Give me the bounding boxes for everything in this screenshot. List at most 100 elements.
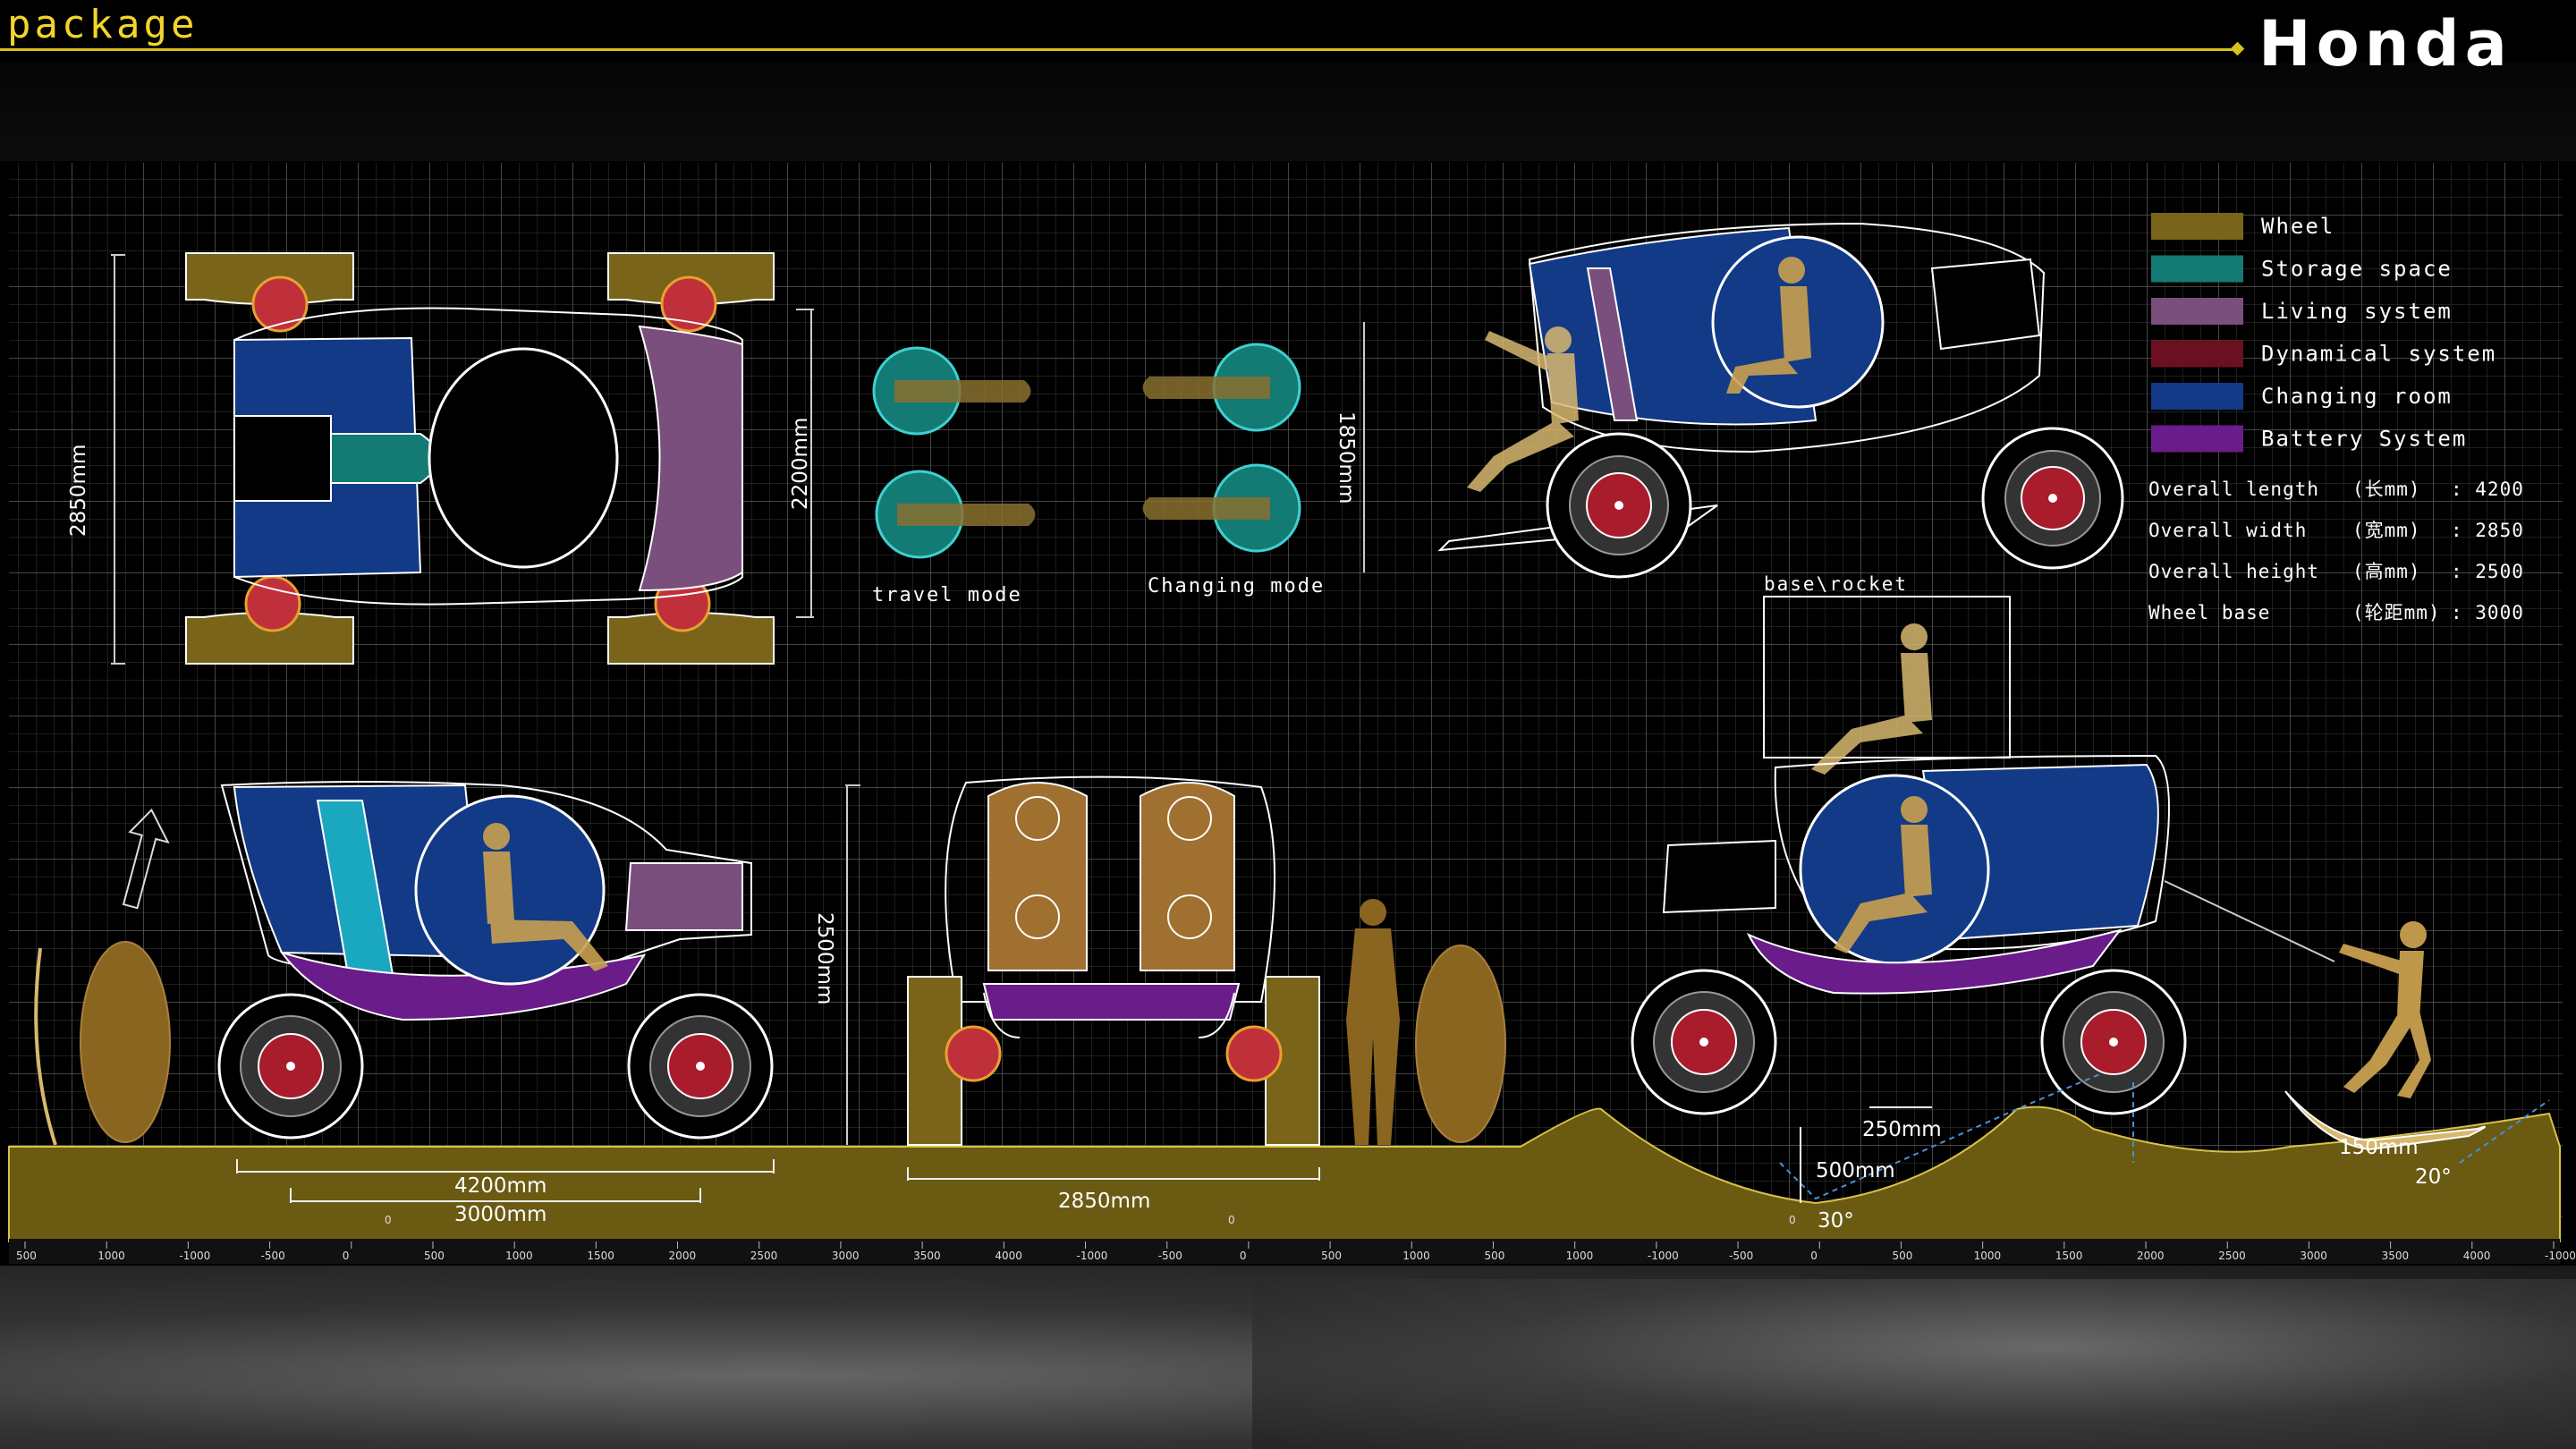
ruler-label: -500 bbox=[1158, 1250, 1182, 1262]
ruler-label: -500 bbox=[261, 1250, 285, 1262]
dim-board: 150mm bbox=[2339, 1136, 2419, 1159]
dim-seat-height: 1850mm bbox=[1335, 411, 1358, 504]
seated-figure bbox=[1726, 257, 1811, 394]
ruler-label: 0 bbox=[1810, 1250, 1818, 1262]
spec-unit: (宽mm) bbox=[2352, 520, 2421, 541]
dim-front-width: 2850mm bbox=[1058, 1190, 1150, 1213]
dim-front-height: 2500mm bbox=[813, 912, 836, 1004]
ruler-label: 4000 bbox=[2463, 1250, 2491, 1262]
title-underline bbox=[0, 48, 2236, 51]
legend-label: Changing room bbox=[2261, 384, 2453, 409]
legend-swatch bbox=[2151, 255, 2243, 283]
side-seated-figure bbox=[483, 823, 608, 971]
ruler-zero: 0 bbox=[385, 1214, 392, 1226]
legend-swatch bbox=[2151, 383, 2243, 410]
ruler-label: -1000 bbox=[2545, 1250, 2576, 1262]
ruler-label: 2000 bbox=[669, 1250, 697, 1262]
spec-value: : 2850 bbox=[2451, 520, 2524, 541]
ruler-label: 1000 bbox=[505, 1250, 533, 1262]
page-title: package bbox=[7, 2, 199, 47]
legend-label: Living system bbox=[2261, 299, 2453, 324]
surfing-figure bbox=[2339, 921, 2431, 1098]
front-wheel bbox=[1981, 427, 2124, 570]
ruler-label: -1000 bbox=[1648, 1250, 1679, 1262]
ruler-label: 2000 bbox=[2137, 1250, 2165, 1262]
ruler-strip bbox=[9, 1239, 2560, 1264]
ruler-label: -500 bbox=[1729, 1250, 1753, 1262]
side-rear-wheel bbox=[217, 993, 364, 1140]
dim-angle-1: 30° bbox=[1818, 1209, 1854, 1233]
changing-mode-seats bbox=[1142, 343, 1301, 553]
ruler-label: 1000 bbox=[1402, 1250, 1430, 1262]
ruler-label: 1500 bbox=[2055, 1250, 2083, 1262]
ruler-label: 0 bbox=[343, 1250, 350, 1262]
ruler-label: 0 bbox=[1240, 1250, 1247, 1262]
rear-wheel bbox=[1546, 432, 1692, 579]
ruler-label: 3500 bbox=[913, 1250, 941, 1262]
legend-label: Storage space bbox=[2261, 257, 2453, 282]
dim-step: 250mm bbox=[1862, 1118, 1942, 1141]
changing-mode-label: Changing mode bbox=[1148, 575, 1325, 597]
ruler: 500 1000 -1000 -500 0 500 1000 1500 2000 2500 3000… bbox=[16, 1214, 2576, 1262]
ruler-label: 3500 bbox=[2382, 1250, 2410, 1262]
dim-top-length: 2850mm bbox=[67, 445, 90, 537]
rock-background-right bbox=[1252, 1279, 2576, 1449]
top-view: 2850mm 2200mm bbox=[67, 252, 814, 665]
spec-value: : 4200 bbox=[2451, 479, 2524, 500]
dim-top-width: 2200mm bbox=[789, 418, 812, 510]
ruler-label: 4000 bbox=[995, 1250, 1022, 1262]
side-view-rear-open bbox=[1437, 222, 2124, 579]
legend-label: Battery System bbox=[2261, 427, 2467, 452]
spec-label: Overall length bbox=[2148, 479, 2319, 500]
ruler-label: 3000 bbox=[832, 1250, 860, 1262]
ruler-zero: 0 bbox=[1789, 1214, 1796, 1226]
legend-swatch bbox=[2151, 340, 2243, 368]
base-rocket-label: base\rocket bbox=[1764, 573, 1908, 595]
side-view-rocket: base\rocket bbox=[1631, 573, 2550, 1233]
dim-side-wheelbase: 3000mm bbox=[454, 1203, 547, 1226]
ruler-label: 2500 bbox=[750, 1250, 778, 1262]
standing-person bbox=[1346, 899, 1400, 1145]
spec-value: : 3000 bbox=[2451, 602, 2524, 623]
ruler-label: 1000 bbox=[97, 1250, 125, 1262]
ruler-label: 2500 bbox=[2218, 1250, 2246, 1262]
ruler-label: 3000 bbox=[2300, 1250, 2327, 1262]
surfboard-center bbox=[1415, 945, 1506, 1143]
spec-unit: (高mm) bbox=[2352, 561, 2421, 582]
ruler-label: 500 bbox=[1892, 1250, 1912, 1262]
travel-mode-label: travel mode bbox=[872, 584, 1022, 606]
dim-depth: 500mm bbox=[1816, 1159, 1895, 1182]
rocket-seated-figure bbox=[1834, 796, 1932, 953]
dim-angle-2: 20° bbox=[2415, 1165, 2452, 1189]
rocket-rear-wheel bbox=[1631, 969, 1777, 1115]
rocket-figure bbox=[1811, 623, 1932, 775]
ruler-label: 500 bbox=[1321, 1250, 1342, 1262]
ruler-label: 1000 bbox=[1974, 1250, 2002, 1262]
side-front-wheel bbox=[627, 993, 774, 1140]
spec-label: Overall height bbox=[2148, 561, 2319, 582]
ruler-label: 1000 bbox=[1566, 1250, 1594, 1262]
spec-label: Wheel base bbox=[2148, 602, 2270, 623]
spec-label: Overall width bbox=[2148, 520, 2307, 541]
legend-swatch bbox=[2151, 298, 2243, 325]
brand-logo: Honda bbox=[2258, 7, 2512, 80]
front-view: 2500mm 2850mm bbox=[813, 775, 1506, 1213]
legend-swatch bbox=[2151, 425, 2243, 453]
ruler-label: -1000 bbox=[179, 1250, 210, 1262]
legend-label: Dynamical system bbox=[2261, 342, 2496, 367]
ruler-label: 500 bbox=[1484, 1250, 1504, 1262]
surfboard-left bbox=[80, 941, 171, 1143]
legend-label: Wheel bbox=[2261, 214, 2334, 239]
exiting-figure bbox=[1467, 326, 1579, 492]
rocket-front-wheel bbox=[2040, 969, 2187, 1115]
spec-value: : 2500 bbox=[2451, 561, 2524, 582]
side-view-left: 4200mm 3000mm bbox=[34, 781, 775, 1226]
ruler-label: 1500 bbox=[587, 1250, 614, 1262]
spec-unit: (轮距mm) bbox=[2352, 602, 2441, 623]
ruler-label: 500 bbox=[16, 1250, 37, 1262]
dim-side-length: 4200mm bbox=[454, 1174, 547, 1198]
ruler-label: 500 bbox=[424, 1250, 445, 1262]
